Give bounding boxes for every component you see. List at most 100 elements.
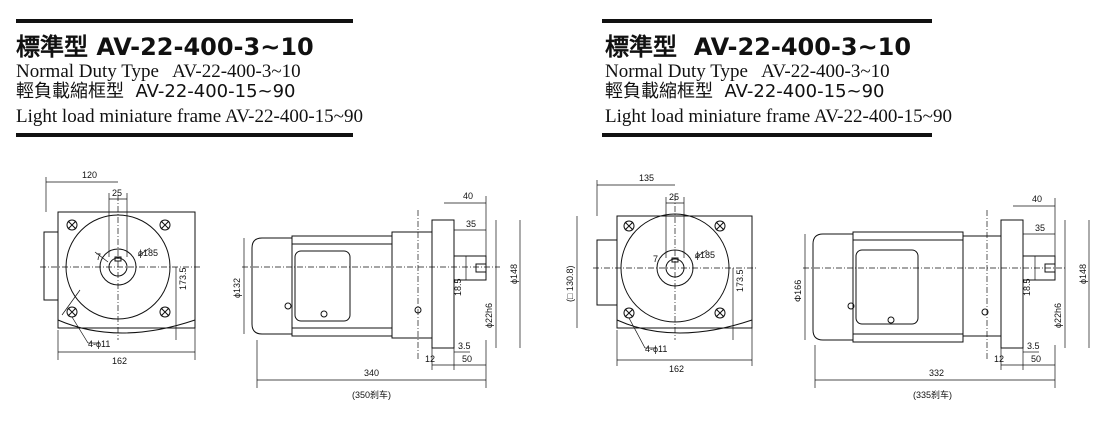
heading-cn: 標準型 [16,33,88,61]
dim-front-angle: 7 [96,252,101,262]
dim-front-base: 162 [669,364,684,374]
dim-side-shaft-dia: ϕ22h6 [484,303,494,328]
dim-front-holes: 4-ϕ11 [645,344,667,354]
light-load-en-model: AV-22-400-15~90 [224,106,363,127]
dim-front-pcd: ϕ185 [695,250,715,260]
gear-screw [981,308,989,316]
shaft-key [475,263,487,273]
dim-front-height: 173.5 [735,269,745,292]
motor-drawing: 120 25 ϕ185 7 173.5 4-ϕ11 162 40 35 ϕ132… [40,170,521,400]
terminal-box [855,249,919,325]
mount-hole-br [714,307,726,319]
dim-side-length: 340 [364,368,379,378]
hole-cross-tl [624,221,634,231]
front-view [596,213,753,334]
front-base-arc [57,319,196,334]
front-view [43,211,196,334]
dim-side-flange-thk: 12 [994,354,1004,364]
dim-side-body-dia: ϕ132 [232,278,242,298]
panel-standard-square-140: 標準型 AV-22-400-3~10 Normal Duty Type AV-2… [16,19,521,400]
dim-side-spigot-depth: 3.5 [1027,341,1040,351]
mount-hole-tr [159,219,171,231]
normal-duty-model: AV-22-400-3~10 [172,61,301,82]
side-dimension-lines [804,198,1090,388]
normal-duty-label: Normal Duty Type [605,61,748,82]
dim-front-width: 120 [82,170,97,180]
dim-side-flange: 40 [1032,194,1042,204]
side-view [812,219,1056,349]
hole-cross-tr [160,220,170,230]
mount-hole-tl [66,219,78,231]
heading-title: 標準型 AV-22-400-3~10 [605,35,911,59]
front-side-boss [596,239,618,306]
light-load-en-label: Light load miniature frame [605,106,811,127]
motor-end-cap [251,237,293,335]
light-load-cn-model: AV-22-400-15~90 [724,81,885,102]
light-load-cn-line: 輕負載縮框型 AV-22-400-15~90 [16,83,296,101]
light-load-en-line: Light load miniature frame AV-22-400-15~… [605,107,952,126]
light-load-en-line: Light load miniature frame AV-22-400-15~… [16,107,363,126]
terminal-box [294,250,351,322]
gear-head [391,231,433,339]
dim-front-height: 173.5 [178,267,188,290]
output-flange [431,219,455,349]
front-centerlines [593,195,757,340]
dim-side-body-dia: Φ166 [793,280,803,302]
hole-cross-bl [624,308,634,318]
normal-duty-model: AV-22-400-3~10 [761,61,890,82]
heading-rule-top [16,19,353,23]
mount-hole-tl [623,220,635,232]
dim-front-angle: 7 [653,254,658,264]
dim-side-shaft-total: 50 [1031,354,1041,364]
side-centerline [803,210,1067,360]
motor-end-cap [812,233,854,341]
light-load-cn-model: AV-22-400-15~90 [135,81,296,102]
dim-front-key: 25 [669,192,679,202]
dim-side-shaft-dia: ϕ22h6 [1053,303,1063,328]
hole-cross-bl [67,307,77,317]
heading-title: 標準型 AV-22-400-3~10 [16,35,314,59]
dim-side-length-brake: (350刹车) [352,389,391,400]
dim-side-spigot: ϕ148 [1078,264,1088,284]
dim-side-shaft-len: 35 [466,219,476,229]
dim-side-flange-thk: 12 [425,354,435,364]
dim-front-holes: 4-ϕ11 [88,339,110,349]
mount-hole-tr [714,220,726,232]
gear-head [962,235,1002,337]
light-load-en-model: AV-22-400-15~90 [813,106,952,127]
light-load-cn-line: 輕負載縮框型 AV-22-400-15~90 [605,83,885,101]
motor-body [852,231,964,343]
light-load-en-label: Light load miniature frame [16,106,222,127]
output-flange [1000,219,1024,349]
side-dimension-lines [243,196,521,388]
front-dimension-lines [45,177,196,360]
hole-cross-br [160,307,170,317]
motor-drawing: 135 25 ϕ185 7 (□ 130.8) 173.5 4-ϕ11 162 … [565,173,1090,400]
dim-side-key-h: 18.5 [1022,278,1032,296]
hole-cross-br [715,308,725,318]
terminal-screw [320,310,328,318]
heading-cn: 標準型 [605,33,677,61]
side-view [251,219,487,349]
heading-model: AV-22-400-3~10 [693,33,912,61]
dim-front-width: 135 [639,173,654,183]
front-centerlines [40,195,200,340]
hole-cross-tr [715,221,725,231]
dim-side-spigot-depth: 3.5 [458,341,471,351]
light-load-cn-label: 輕負載縮框型 [605,81,713,102]
heading-rule-bottom [16,133,353,137]
dim-side-length-brake: (335刹车) [913,389,952,400]
dim-side-shaft-len: 35 [1035,223,1045,233]
dim-side-length: 332 [929,368,944,378]
light-load-cn-label: 輕負載縮框型 [16,81,124,102]
mount-hole-br [159,306,171,318]
heading-rule-top [602,19,932,23]
dim-front-key: 25 [112,188,122,198]
body-screw [847,302,855,310]
panel-standard-square-130: 標準型 AV-22-400-3~10 Normal Duty Type AV-2… [557,0,1114,424]
dim-front-base: 162 [112,356,127,366]
heading-model: AV-22-400-3~10 [96,33,314,61]
dim-front-pcd: ϕ185 [138,248,158,258]
dim-side-spigot: ϕ148 [509,264,519,284]
